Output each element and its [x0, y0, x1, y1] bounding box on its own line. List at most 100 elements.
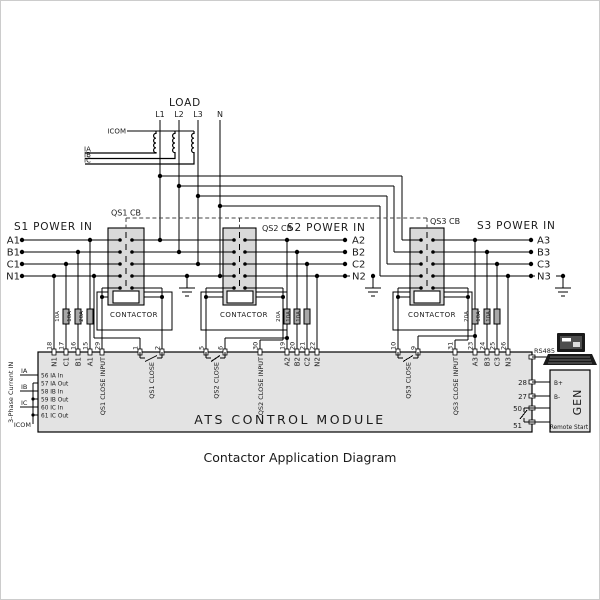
ct-coil-l3	[85, 131, 195, 165]
mod-icom: ICOM	[14, 421, 31, 429]
mod-n2: N2	[314, 357, 322, 367]
s3-power-in-title: S3 POWER IN	[477, 220, 556, 232]
ground-2	[365, 276, 381, 297]
qs1-cb-label: QS1 CB	[111, 209, 141, 218]
mod-n3: N3	[505, 357, 513, 367]
term-24: 24	[479, 342, 487, 350]
qs2-coil	[226, 290, 254, 304]
term-51: 51	[513, 422, 522, 430]
mod-c1: C1	[63, 357, 71, 366]
load-terminal-n: N	[217, 110, 223, 119]
remote-start-contact	[519, 407, 532, 423]
laptop-icon	[543, 333, 597, 365]
fuse-s1-b: 10A	[67, 311, 73, 322]
ct-coil-l1	[85, 131, 157, 154]
module-ct-wires	[20, 374, 38, 424]
fuse-s3-b: 10A	[476, 311, 482, 322]
term-5: 5	[198, 346, 206, 350]
mod-ia: IA	[21, 367, 28, 375]
term-29: 29	[94, 342, 102, 350]
gen-b-plus: B+	[554, 381, 563, 387]
fuses	[62, 308, 501, 325]
qs2-cb-label: QS2 CB	[262, 224, 292, 233]
control-wiring	[93, 276, 475, 352]
ats-control-module-box	[37, 351, 533, 433]
term-10: 10	[390, 342, 398, 350]
module-title: ATS CONTROL MODULE	[194, 412, 385, 427]
term-15: 15	[82, 342, 90, 350]
term-2: 2	[154, 346, 162, 350]
current-transformers	[85, 130, 195, 165]
s1-phase-b1: B1	[7, 248, 20, 259]
mod-qs2-close: QS2 CLOSE	[213, 362, 221, 399]
term-27: 27	[518, 393, 527, 401]
term-30: 30	[252, 342, 260, 350]
labels: LOAD L1 L2 L3 N ICOM IA IB IC QS1 CB QS2…	[6, 97, 589, 465]
term-1: 1	[132, 346, 140, 350]
mod-ic: IC	[21, 399, 28, 407]
power-wiring	[22, 120, 563, 352]
icom-label: ICOM	[107, 128, 126, 136]
mod-qs3-close-input: QS3 CLOSE INPUT	[452, 357, 460, 415]
s1-phase-c1: C1	[7, 260, 20, 271]
ground-3	[555, 276, 571, 297]
qs3-coil	[413, 290, 441, 304]
mod-a3: A3	[472, 357, 480, 366]
contactor1-label: CONTACTOR	[110, 311, 158, 319]
three-phase-current-title: 3-Phase Current IN	[7, 362, 15, 423]
term-17: 17	[58, 342, 66, 350]
s2-power-in-title: S2 POWER IN	[287, 222, 366, 234]
term-26: 26	[500, 342, 508, 350]
qs1-coil	[112, 290, 140, 304]
n2-label-bg	[350, 270, 371, 280]
mod-b1: B1	[75, 357, 83, 366]
term-58-label: 58 IB In	[41, 390, 63, 396]
term-6: 6	[217, 346, 225, 350]
term-61-label: 61 IC Out	[41, 414, 69, 420]
load-terminal-l2: L2	[174, 110, 184, 119]
ct-coil-l2	[85, 131, 176, 160]
fuse-s2-a: 20A	[276, 311, 282, 322]
gen-title: GEN	[571, 389, 584, 416]
term-59-label: 59 IB Out	[41, 398, 69, 404]
mod-ib: IB	[21, 383, 27, 391]
load-terminal-l3: L3	[193, 110, 203, 119]
mod-qs3-close: QS3 CLOSE	[405, 362, 413, 399]
remote-start-label: Remote Start	[550, 425, 589, 431]
diagram-caption: Contactor Application Diagram	[204, 450, 397, 465]
close-output-contacts	[139, 352, 532, 423]
breaker-boxes	[107, 227, 445, 306]
term-23: 23	[467, 342, 475, 350]
s2-phase-n2: N2	[352, 272, 366, 283]
term-16: 16	[70, 342, 78, 350]
junction-dots	[19, 173, 566, 340]
fuse-s1-a: 20A	[79, 311, 85, 322]
term-19: 19	[279, 342, 287, 350]
s3-phase-c3: C3	[537, 260, 550, 271]
s2-phase-a2: A2	[352, 236, 365, 247]
mod-b3: B3	[484, 357, 492, 366]
contactor2-label: CONTACTOR	[220, 311, 268, 319]
term-31: 31	[447, 342, 455, 350]
contactor3-label: CONTACTOR	[408, 311, 456, 319]
term-60-label: 60 IC In	[41, 406, 64, 412]
s3-phase-n3: N3	[537, 272, 551, 283]
gen-b-minus: B-	[554, 395, 560, 401]
s1-phase-n1: N1	[6, 272, 20, 283]
fuse-s2-c: 10A	[296, 311, 302, 322]
s3-phase-b3: B3	[537, 248, 550, 259]
s3-phase-a3: A3	[537, 236, 550, 247]
ib-label: IB	[84, 151, 91, 159]
s1-phase-a1: A1	[7, 236, 20, 247]
mod-qs2-close-input: QS2 CLOSE INPUT	[257, 357, 265, 415]
s1-power-in-title: S1 POWER IN	[14, 221, 93, 233]
mod-n1: N1	[51, 357, 59, 367]
module-right-wires	[532, 356, 552, 423]
mod-a2: A2	[284, 357, 292, 366]
ground-1	[179, 276, 195, 297]
n3-label-bg	[535, 270, 556, 280]
mod-c3: C3	[494, 357, 502, 366]
fuse-s3-a: 20A	[464, 311, 470, 322]
